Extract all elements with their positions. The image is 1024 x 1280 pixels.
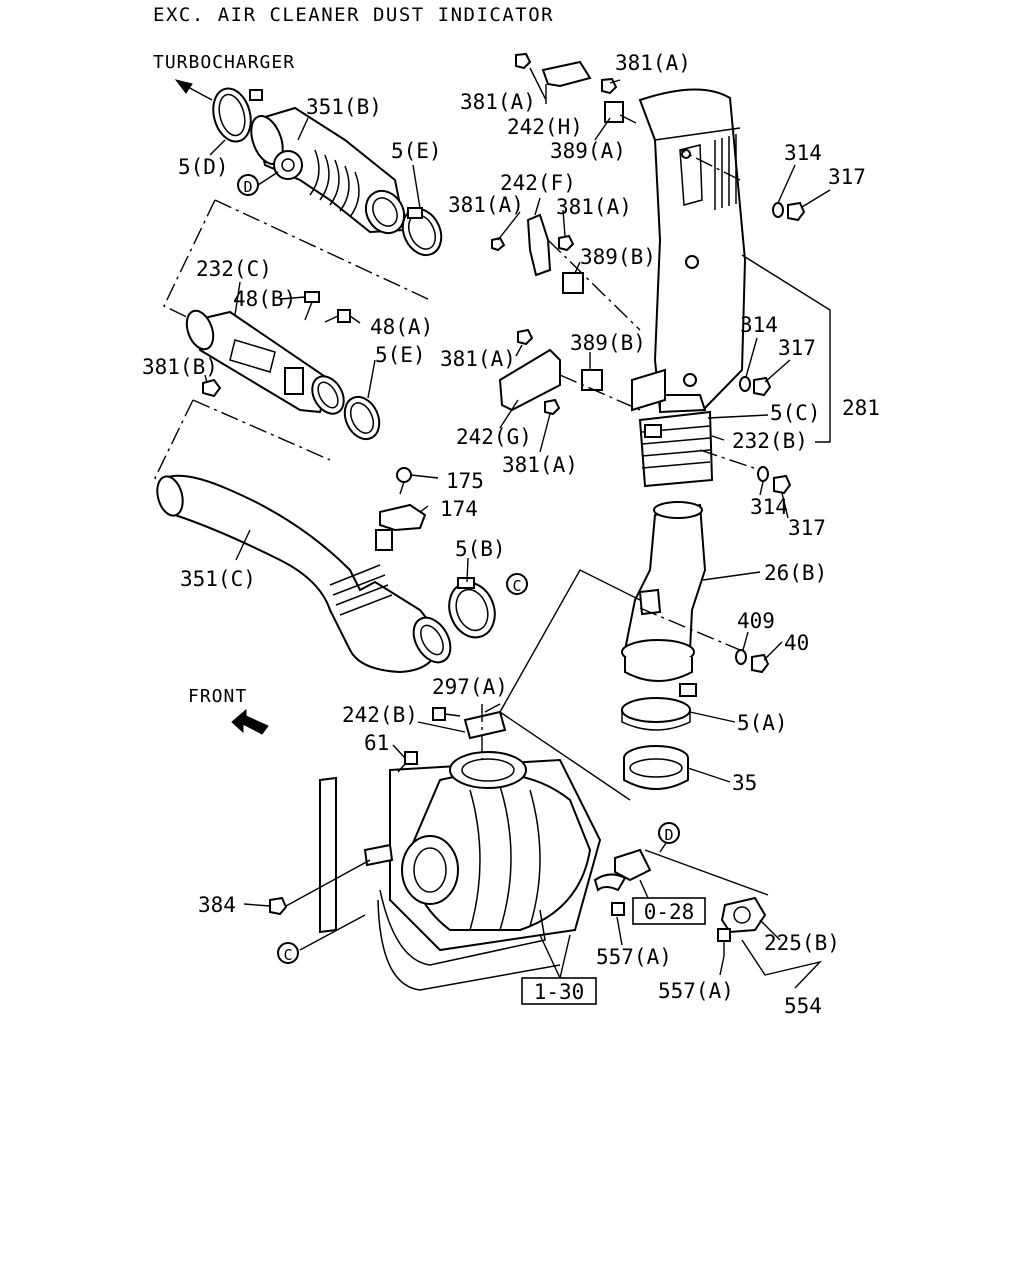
nut-384-icon bbox=[269, 896, 288, 916]
svg-text:C: C bbox=[283, 946, 292, 964]
bolt-297a-icon bbox=[432, 707, 461, 721]
label-314-3: 314 bbox=[750, 495, 788, 519]
hose-351c bbox=[156, 474, 452, 674]
bracket-242h bbox=[541, 60, 592, 104]
label-381a-4: 381(A) bbox=[556, 195, 632, 219]
sensor-174 bbox=[375, 503, 427, 551]
valve-225b bbox=[720, 896, 767, 934]
clamp-5e-top bbox=[401, 207, 443, 257]
bolt-48a-icon bbox=[324, 309, 351, 323]
label-26b: 26(B) bbox=[764, 561, 827, 585]
label-557a-2: 557(A) bbox=[658, 979, 734, 1003]
label-381a-3: 381(A) bbox=[448, 193, 524, 217]
clamp-5a bbox=[621, 683, 697, 731]
indicator-bracket-0-28 bbox=[593, 848, 652, 892]
bracket-242b bbox=[463, 710, 507, 740]
label-314-2: 314 bbox=[740, 313, 778, 337]
label-242f: 242(F) bbox=[500, 171, 576, 195]
label-5c: 5(C) bbox=[770, 401, 821, 425]
label-554: 554 bbox=[784, 994, 822, 1018]
label-242g: 242(G) bbox=[456, 425, 532, 449]
label-557a-1: 557(A) bbox=[596, 945, 672, 969]
hose-351b bbox=[250, 106, 407, 235]
leader-lines bbox=[204, 67, 831, 989]
label-317-3: 317 bbox=[788, 516, 826, 540]
ref-circle-d-top: D bbox=[237, 174, 259, 196]
mount-389-icons bbox=[562, 101, 624, 391]
ref-circle-c-right: C bbox=[506, 573, 528, 595]
bolt-48b-icon bbox=[304, 291, 320, 321]
label-232b: 232(B) bbox=[732, 429, 808, 453]
label-5d: 5(D) bbox=[178, 155, 229, 179]
turbocharger-note: TURBOCHARGER bbox=[153, 52, 295, 73]
washer-nut-409-40-icons bbox=[735, 649, 770, 674]
clamp-5c bbox=[644, 424, 662, 438]
ref-circle-c-left: C bbox=[277, 942, 299, 964]
label-381a-5: 381(A) bbox=[440, 347, 516, 371]
label-314-1: 314 bbox=[784, 141, 822, 165]
clamp-5e-mid bbox=[343, 395, 381, 441]
label-281: 281 bbox=[842, 396, 880, 420]
front-note: FRONT bbox=[188, 686, 247, 707]
svg-text:1-30: 1-30 bbox=[534, 980, 585, 1004]
bracket-242g bbox=[498, 348, 561, 412]
clamp-5b bbox=[448, 577, 496, 639]
label-225b: 225(B) bbox=[764, 931, 840, 955]
label-381b: 381(B) bbox=[142, 355, 218, 379]
clamp-5d bbox=[212, 87, 263, 143]
boxed-ref-0-28: 0-28 bbox=[632, 897, 706, 925]
svg-text:C: C bbox=[512, 577, 521, 595]
label-232c: 232(C) bbox=[196, 257, 272, 281]
label-242b: 242(B) bbox=[342, 703, 418, 727]
ref-circle-d-bottom: D bbox=[658, 822, 680, 844]
bellows-232b bbox=[638, 410, 714, 488]
label-35: 35 bbox=[732, 771, 757, 795]
pipe-232c bbox=[185, 309, 345, 415]
label-381a-1: 381(A) bbox=[460, 90, 536, 114]
nut-381b-icon bbox=[202, 378, 222, 398]
label-174: 174 bbox=[440, 497, 478, 521]
label-5a: 5(A) bbox=[737, 711, 788, 735]
label-381a-2: 381(A) bbox=[615, 51, 691, 75]
label-409: 409 bbox=[737, 609, 775, 633]
svg-text:D: D bbox=[243, 178, 252, 196]
label-317-2: 317 bbox=[778, 336, 816, 360]
label-48b: 48(B) bbox=[233, 287, 296, 311]
diagram-title: EXC. AIR CLEANER DUST INDICATOR bbox=[153, 4, 554, 26]
label-5b: 5(B) bbox=[455, 537, 506, 561]
bolt-557a-icons bbox=[611, 902, 731, 956]
air-cleaner-assembly bbox=[319, 751, 602, 991]
label-61: 61 bbox=[364, 731, 389, 755]
label-381a-6: 381(A) bbox=[502, 453, 578, 477]
label-40: 40 bbox=[784, 631, 809, 655]
front-arrow-icon bbox=[231, 708, 269, 735]
seal-ring-35 bbox=[623, 745, 689, 790]
label-351c: 351(C) bbox=[180, 567, 256, 591]
label-389a: 389(A) bbox=[550, 139, 626, 163]
bracket-242f bbox=[526, 213, 552, 277]
label-384: 384 bbox=[198, 893, 236, 917]
label-48a: 48(A) bbox=[370, 315, 433, 339]
screw-175-icon bbox=[396, 467, 412, 495]
part-labels: 5(D) 351(B) 5(E) 232(C) 48(B) 48(A) 381(… bbox=[142, 51, 880, 1018]
boxed-ref-1-30: 1-30 bbox=[521, 977, 597, 1005]
label-175: 175 bbox=[446, 469, 484, 493]
label-5e-mid: 5(E) bbox=[375, 343, 426, 367]
label-297a: 297(A) bbox=[432, 675, 508, 699]
svg-text:D: D bbox=[664, 826, 673, 844]
label-389b-2: 389(B) bbox=[570, 331, 646, 355]
washer-nut-314-317-icons bbox=[739, 201, 806, 495]
svg-text:0-28: 0-28 bbox=[644, 900, 695, 924]
label-242h: 242(H) bbox=[507, 115, 583, 139]
duct-26b bbox=[621, 501, 707, 682]
label-317-1: 317 bbox=[828, 165, 866, 189]
label-389b-1: 389(B) bbox=[580, 245, 656, 269]
label-351b: 351(B) bbox=[306, 95, 382, 119]
label-5e-top: 5(E) bbox=[391, 139, 442, 163]
turbocharger-arrow-icon bbox=[174, 79, 213, 101]
